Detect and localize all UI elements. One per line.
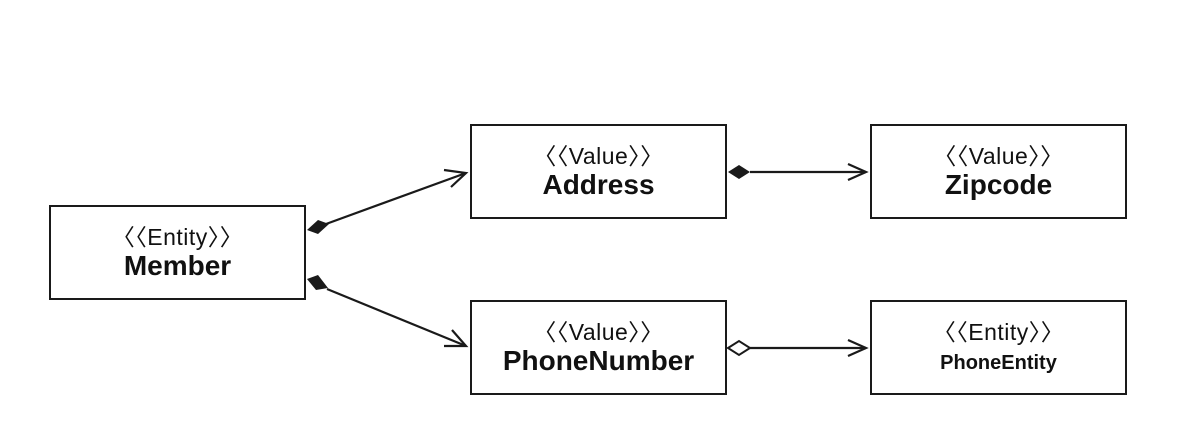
composition-diamond-icon	[307, 275, 328, 290]
class-box-member: 〈〈Entity〉〉 Member	[49, 205, 306, 300]
composition-diamond-icon	[728, 165, 750, 179]
composition-diamond-icon	[307, 220, 329, 234]
class-name: Member	[123, 249, 232, 281]
aggregation-diamond-icon	[726, 339, 752, 357]
class-name: Address	[542, 168, 655, 200]
edge-address-zipcode	[728, 162, 869, 182]
stereotype-label: 〈〈Value〉〉	[933, 142, 1064, 169]
edge-member-address	[307, 168, 469, 234]
edge-member-phonenumber	[307, 275, 469, 348]
arrowhead-icon	[444, 329, 469, 348]
class-box-phonenumber: 〈〈Value〉〉 PhoneNumber	[470, 300, 727, 395]
stereotype-label: 〈〈Entity〉〉	[932, 318, 1065, 345]
stereotype-label: 〈〈Entity〉〉	[111, 223, 244, 250]
arrowhead-icon	[847, 338, 869, 358]
class-name: PhoneNumber	[502, 344, 695, 376]
class-name: PhoneEntity	[940, 351, 1057, 374]
arrowhead-icon	[847, 162, 869, 182]
class-box-phoneentity: 〈〈Entity〉〉 PhoneEntity	[870, 300, 1127, 395]
class-name: Zipcode	[944, 168, 1053, 200]
stereotype-label: 〈〈Value〉〉	[533, 142, 664, 169]
edge-phonenumber-phoneentity	[726, 338, 869, 358]
class-box-zipcode: 〈〈Value〉〉 Zipcode	[870, 124, 1127, 219]
class-box-address: 〈〈Value〉〉 Address	[470, 124, 727, 219]
arrowhead-icon	[443, 168, 469, 188]
stereotype-label: 〈〈Value〉〉	[533, 318, 664, 345]
